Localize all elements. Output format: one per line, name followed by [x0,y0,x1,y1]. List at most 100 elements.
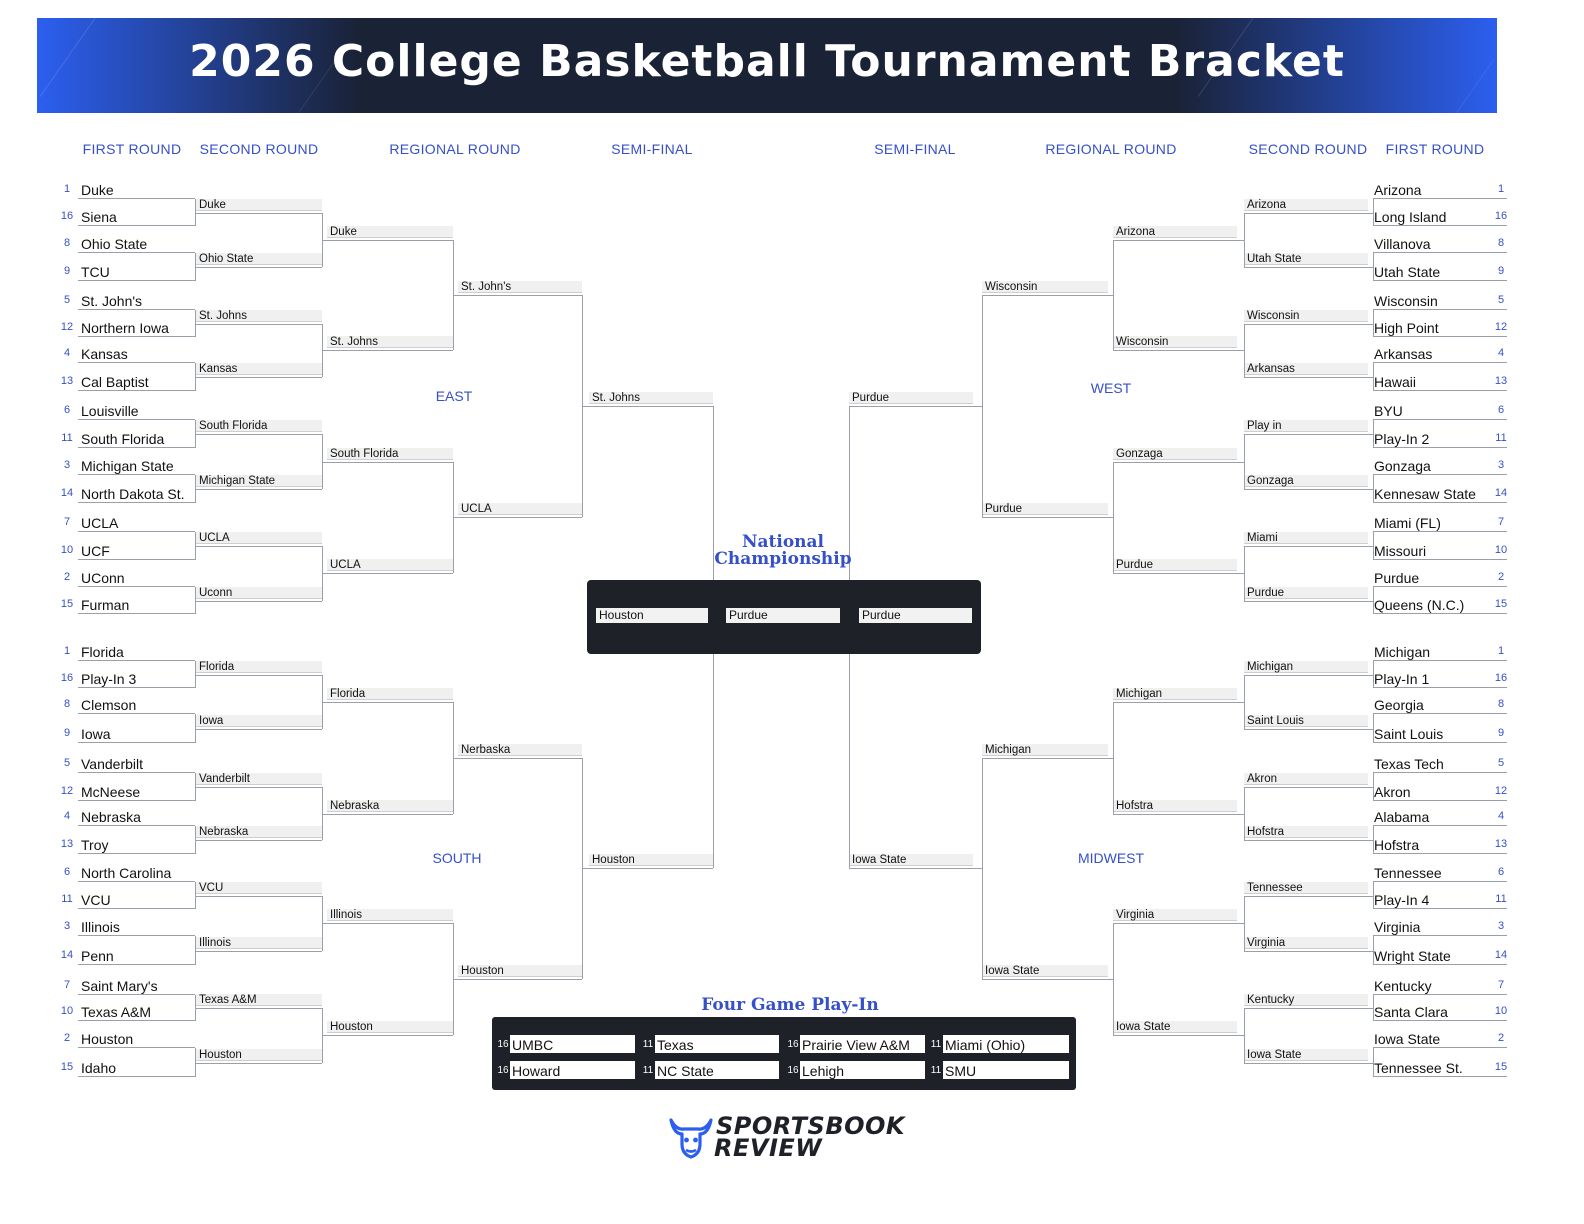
vline-right-1-12 [1244,895,1245,951]
hline-right-0-11 [1244,840,1373,841]
team-left-r1-25: VCU [81,892,111,908]
team-right-r1-8: BYU [1374,403,1403,419]
hline-left-0-3 [195,377,322,378]
line-right-r1-6 [1373,362,1507,363]
slot-left-r2-2: St. Johns [196,309,322,322]
team-right-r1-13: Missouri [1374,543,1427,559]
round-header-left-3: SEMI-FINAL [611,141,693,157]
team-right-r1-26: Virginia [1374,919,1421,935]
vline-right-1-0 [1244,212,1245,267]
line-left-r1-12 [78,531,195,532]
seed-right-16: 1 [1497,645,1505,657]
line-left-r1-29 [78,1020,195,1021]
line-left-r1-21 [78,800,195,801]
hline-right-1-6 [1113,923,1244,924]
seed-right-5: 12 [1494,321,1508,333]
slot-left-r2-9: Iowa [196,714,322,727]
team-left-r1-4: St. John's [81,293,143,309]
line-left-r1-14 [78,586,195,587]
line-right-r1-25 [1373,908,1507,909]
slot-left-r5-0: St. Johns [589,392,713,405]
seed-right-20: 5 [1497,757,1505,769]
seed-left-13: 10 [60,544,74,556]
slot-left-r3-0: Duke [327,225,453,238]
line-right-r1-10 [1373,474,1507,475]
line-left-r1-3 [78,280,195,281]
line-right-r1-4 [1373,309,1507,310]
hline-left-2-0 [453,295,582,296]
championship-title-line1: National [741,532,825,552]
seed-right-30: 2 [1497,1032,1505,1044]
seed-left-18: 8 [63,698,71,710]
line-right-r1-27 [1373,964,1507,965]
line-right-r1-26 [1373,935,1507,936]
slot-left-r2-3: Kansas [196,363,322,375]
hline-left-3-1 [582,868,713,870]
seed-right-3: 9 [1497,265,1505,277]
slot-left-r3-1: St. Johns [327,336,453,349]
team-left-r1-12: UCLA [81,515,119,531]
hline-right-2-3 [982,979,1113,981]
logo-line2: REVIEW [714,1134,823,1162]
region-label-east: EAST [435,388,473,404]
team-left-r1-19: Iowa [81,726,111,742]
team-left-r1-26: Illinois [81,919,120,935]
slot-right-r5-0: Purdue [849,392,973,405]
hline-left-2-1 [453,517,582,519]
slot-left-r2-7: Uconn [196,586,322,599]
team-left-r1-29: Texas A&M [81,1004,152,1020]
title-banner: 2026 College Basketball Tournament Brack… [37,18,1497,113]
seed-right-18: 8 [1497,698,1505,710]
line-right-r1-17 [1373,687,1507,688]
hline-right-1-3 [1113,573,1244,575]
seed-right-24: 6 [1497,866,1505,878]
team-right-r1-7: Hawaii [1374,374,1417,390]
slot-left-r4-2: Nerbaska [458,743,582,756]
hline-right-0-10 [1244,787,1373,788]
region-label-midwest: MIDWEST [1077,850,1145,866]
team-right-r1-25: Play-In 4 [1374,892,1430,908]
seed-left-5: 12 [60,321,74,333]
team-right-r1-24: Tennessee [1374,865,1442,881]
playin-team-3-0: Miami (Ohio) [943,1035,1069,1053]
seed-left-27: 14 [60,949,74,961]
playin-seed-0-1: 16 [497,1065,509,1076]
slot-left-r5-1: Houston [589,854,713,867]
seed-right-9: 11 [1495,432,1507,444]
seed-right-19: 9 [1497,727,1505,739]
team-right-r1-28: Kentucky [1374,978,1432,994]
line-right-r1-9 [1373,447,1507,448]
hline-right-1-5 [1113,813,1244,815]
hline-left-1-7 [322,1035,453,1037]
line-right-r1-18 [1373,713,1507,714]
vline-right-0-24 [1373,882,1374,909]
line-right-r1-2 [1373,252,1507,253]
hline-right-3-0 [849,406,982,408]
seed-right-8: 6 [1497,404,1505,416]
slot-right-r2-3: Arkansas [1244,363,1368,375]
seed-right-12: 7 [1497,516,1505,528]
hline-left-0-11 [195,840,322,841]
team-right-r1-5: High Point [1374,320,1439,336]
vline-right-0-16 [1373,661,1374,688]
slot-right-r2-12: Tennessee [1244,881,1368,894]
line-left-r1-10 [78,474,195,475]
seed-left-19: 9 [63,727,71,739]
hline-right-0-2 [1244,323,1373,325]
vline-right-2-0 [1113,239,1114,351]
seed-left-8: 6 [63,404,71,416]
hline-right-2-1 [982,517,1113,519]
seed-left-24: 6 [63,866,71,878]
hline-right-2-0 [982,295,1113,296]
slot-right-r2-10: Akron [1244,773,1368,785]
line-right-r1-7 [1373,390,1507,391]
playin-team-0-1: Howard [510,1061,635,1079]
line-right-r1-22 [1373,825,1507,826]
line-left-r1-0 [78,198,195,199]
line-left-r1-19 [78,742,195,743]
hline-right-0-4 [1244,434,1373,435]
seed-left-10: 3 [63,459,71,471]
slot-left-r3-4: Florida [327,687,453,700]
seed-right-17: 16 [1494,672,1508,684]
vline-right-0-10 [1373,475,1374,503]
